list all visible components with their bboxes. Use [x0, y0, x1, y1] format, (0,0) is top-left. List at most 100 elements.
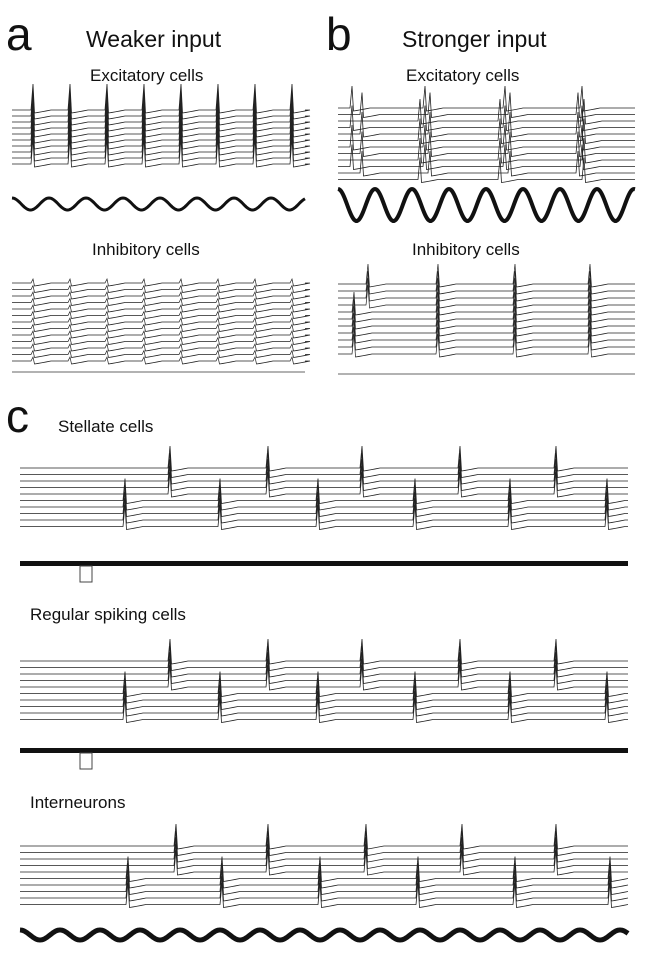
voltage-trace: [20, 471, 628, 498]
voltage-trace: [338, 326, 635, 351]
voltage-trace: [12, 284, 311, 293]
stimulus-marker: [79, 565, 93, 583]
voltage-trace: [20, 862, 629, 889]
panel-a-inhibitory-traces: [12, 277, 311, 373]
voltage-trace: [12, 83, 311, 114]
voltage-trace: [338, 105, 635, 131]
voltage-trace: [338, 319, 635, 344]
voltage-trace: [12, 349, 311, 358]
panel-c-regular-traces: [20, 638, 628, 723]
panel-a-excitatory-label: Excitatory cells: [90, 66, 203, 85]
voltage-trace: [338, 118, 635, 144]
voltage-trace: [338, 144, 635, 170]
voltage-trace: [338, 312, 635, 337]
voltage-trace: [12, 297, 311, 306]
input-sine-wave: [19, 927, 630, 943]
voltage-trace: [20, 658, 628, 684]
panel-b-excitatory-label: Excitatory cells: [406, 66, 519, 85]
voltage-trace: [12, 323, 311, 332]
voltage-trace: [12, 125, 311, 156]
panel-c-interneuron-label: Interneurons: [30, 793, 125, 812]
voltage-trace: [12, 89, 311, 120]
voltage-trace: [12, 342, 311, 352]
panel-c-stellate-traces: [20, 445, 628, 530]
voltage-trace: [20, 856, 629, 882]
voltage-trace: [338, 270, 635, 295]
voltage-trace: [12, 310, 311, 319]
voltage-trace: [20, 452, 628, 478]
voltage-trace: [20, 690, 628, 717]
voltage-trace: [20, 677, 628, 704]
panel-c-letter: c: [6, 390, 29, 442]
panel-a-title: Weaker input: [86, 26, 222, 52]
voltage-trace: [338, 263, 635, 288]
voltage-trace: [12, 137, 311, 168]
panel-c-regular-label: Regular spiking cells: [30, 605, 186, 624]
voltage-trace: [338, 98, 635, 125]
panel-b-title: Stronger input: [402, 26, 547, 52]
voltage-trace: [20, 684, 628, 710]
voltage-trace: [20, 849, 628, 876]
voltage-trace: [338, 137, 635, 164]
voltage-trace: [12, 131, 311, 162]
voltage-trace: [338, 277, 635, 302]
voltage-trace: [20, 484, 628, 511]
voltage-trace: [20, 638, 628, 665]
voltage-trace: [12, 336, 311, 345]
voltage-trace: [20, 645, 628, 671]
panel-c-stellate-input-bar: [20, 561, 628, 583]
panel-b-excitatory-traces: [338, 85, 635, 183]
panel-a-inhibitory-label: Inhibitory cells: [92, 240, 200, 259]
voltage-trace: [338, 305, 635, 330]
voltage-trace: [12, 119, 311, 150]
voltage-trace: [12, 316, 311, 326]
voltage-trace: [12, 303, 311, 313]
input-sine-wave: [11, 196, 306, 212]
voltage-trace: [20, 836, 628, 863]
voltage-trace: [20, 882, 629, 908]
voltage-trace: [338, 85, 635, 112]
stimulus-marker: [79, 752, 93, 770]
voltage-trace: [12, 329, 311, 339]
voltage-trace: [12, 107, 311, 138]
voltage-trace: [12, 290, 311, 300]
voltage-trace: [20, 843, 628, 869]
panel-c-stellate-label: Stellate cells: [58, 417, 153, 436]
input-bar: [20, 748, 628, 753]
voltage-trace: [12, 101, 311, 132]
voltage-trace: [12, 355, 311, 365]
panel-b-letter: b: [326, 8, 352, 60]
voltage-trace: [338, 111, 635, 138]
voltage-trace: [338, 157, 635, 183]
panel-a-excitatory-traces: [12, 83, 311, 168]
panel-c-interneuron-traces: [20, 823, 629, 908]
input-bar: [20, 561, 628, 566]
input-sine-wave: [337, 186, 636, 223]
voltage-trace: [12, 277, 311, 287]
voltage-trace: [20, 671, 628, 697]
voltage-trace: [20, 830, 628, 856]
voltage-trace: [20, 497, 628, 524]
voltage-trace: [20, 869, 629, 895]
panel-c-input-wave: [19, 927, 630, 943]
voltage-trace: [20, 697, 628, 723]
panel-c-regular-input-bar: [20, 748, 628, 770]
voltage-trace: [20, 504, 628, 530]
voltage-trace: [20, 651, 628, 678]
panel-b-inhibitory-label: Inhibitory cells: [412, 240, 520, 259]
voltage-trace: [20, 823, 628, 850]
voltage-trace: [20, 478, 628, 504]
voltage-trace: [338, 298, 635, 323]
panel-a-letter: a: [6, 8, 32, 60]
voltage-trace: [338, 92, 635, 118]
voltage-trace: [338, 291, 635, 316]
voltage-trace: [338, 131, 635, 157]
voltage-trace: [20, 458, 628, 485]
voltage-trace: [20, 875, 629, 902]
voltage-trace: [20, 664, 628, 691]
voltage-trace: [338, 284, 635, 309]
panel-b-inhibitory-traces: [338, 263, 635, 375]
voltage-trace: [338, 124, 635, 151]
voltage-trace: [20, 465, 628, 491]
